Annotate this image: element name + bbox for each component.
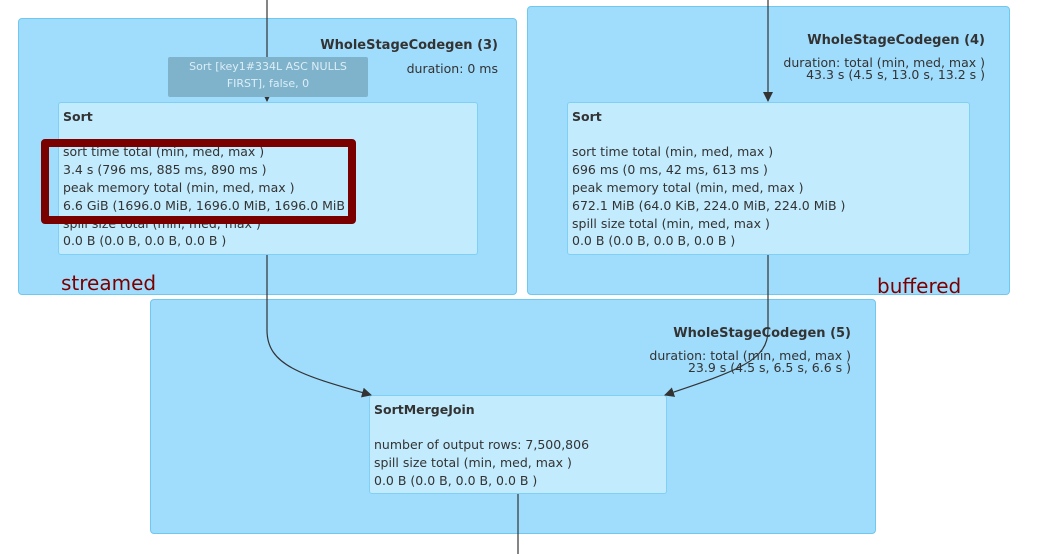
sortmergejoin-node[interactable]: [369, 395, 667, 494]
sort-tooltip-line1: Sort [key1#334L ASC NULLS: [189, 60, 347, 73]
sort-left-metric: 0.0 B (0.0 B, 0.0 B, 0.0 B ): [63, 233, 227, 248]
cluster-3-title: WholeStageCodegen (3): [320, 38, 498, 53]
sort-left-metric: peak memory total (min, med, max ): [63, 180, 295, 195]
cluster-5-duration-line2: 23.9 s (4.5 s, 6.5 s, 6.6 s ): [687, 360, 851, 375]
sort-right-metric: peak memory total (min, med, max ): [572, 180, 804, 195]
buffered-annotation: buffered: [877, 274, 962, 298]
sort-node-left[interactable]: [58, 102, 478, 255]
sort-node-right-metrics: sort time total (min, med, max ) 696 ms …: [572, 143, 845, 250]
sort-left-metric: 6.6 GiB (1696.0 MiB, 1696.0 MiB, 1696.0 …: [63, 198, 354, 213]
streamed-annotation: streamed: [61, 271, 157, 295]
sort-tooltip-line2: FIRST], false, 0: [226, 77, 310, 90]
sort-right-metric: sort time total (min, med, max ): [572, 144, 774, 159]
sort-right-metric: spill size total (min, med, max ): [572, 216, 770, 231]
sort-left-metric: 3.4 s (796 ms, 885 ms, 890 ms ): [63, 162, 267, 177]
cluster-4-duration-line2: 43.3 s (4.5 s, 13.0 s, 13.2 s ): [806, 67, 985, 82]
cluster-5-title: WholeStageCodegen (5): [673, 326, 851, 341]
cluster-4-title: WholeStageCodegen (4): [807, 33, 985, 48]
sortmergejoin-node-title: SortMergeJoin: [374, 402, 475, 417]
edge-right-sort-to-smj: [664, 255, 769, 397]
sort-tooltip: Sort [key1#334L ASC NULLS FIRST], false,…: [168, 57, 368, 97]
sort-left-metric: sort time total (min, med, max ): [63, 144, 265, 159]
sort-right-metric: 0.0 B (0.0 B, 0.0 B, 0.0 B ): [572, 233, 736, 248]
cluster-4-duration-line1: duration: total (min, med, max ): [783, 55, 985, 70]
sort-node-left-metrics: sort time total (min, med, max ) 3.4 s (…: [63, 143, 354, 250]
smj-metric: 0.0 B (0.0 B, 0.0 B, 0.0 B ): [374, 473, 538, 488]
sort-node-right-title: Sort: [572, 109, 602, 124]
highlight-box: [41, 139, 356, 224]
sort-right-metric: 672.1 MiB (64.0 KiB, 224.0 MiB, 224.0 Mi…: [572, 198, 846, 213]
sortmergejoin-node-metrics: number of output rows: 7,500,806 spill s…: [374, 436, 589, 490]
edge-left-sort-to-smj: [266, 255, 372, 398]
smj-metric: spill size total (min, med, max ): [374, 455, 572, 470]
cluster-5-duration-line1: duration: total (min, med, max ): [649, 348, 851, 363]
sort-node-right[interactable]: [567, 102, 970, 255]
smj-metric: number of output rows: 7,500,806: [374, 437, 590, 452]
sort-node-left-title: Sort: [63, 109, 93, 124]
sort-right-metric: 696 ms (0 ms, 42 ms, 613 ms ): [572, 162, 768, 177]
cluster-3-duration: duration: 0 ms: [406, 61, 498, 76]
